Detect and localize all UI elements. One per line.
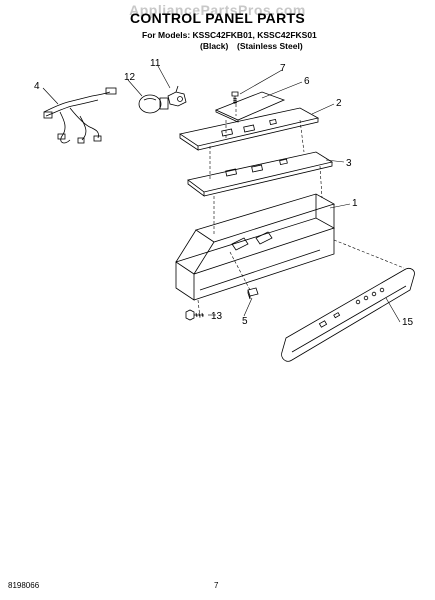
variant-stainless: (Stainless Steel): [237, 41, 303, 51]
assembly-guide-lines: [197, 104, 405, 319]
callout-7: 7: [280, 63, 286, 74]
control-housing-part[interactable]: [175, 193, 336, 301]
light-bulb-part[interactable]: [138, 94, 169, 114]
document-number: 8198066: [8, 581, 40, 590]
variant-black: (Black): [200, 41, 229, 51]
overlay-part[interactable]: [214, 91, 286, 123]
page-number: 7: [214, 581, 219, 590]
callout-3: 3: [346, 158, 352, 169]
keypad-plate-part[interactable]: [178, 107, 320, 151]
control-panel-trim-part[interactable]: [281, 268, 415, 362]
models-line: For Models: KSSC42FKB01, KSSC42FKS01: [142, 30, 317, 40]
watermark: AppliancePartsPros.com: [129, 2, 306, 18]
callout-1: 1: [352, 198, 358, 209]
control-board-part[interactable]: [187, 151, 334, 197]
mounting-screw-part[interactable]: [185, 309, 204, 321]
clip-part[interactable]: [247, 287, 259, 300]
callout-6: 6: [304, 76, 310, 87]
callout-15: 15: [402, 317, 414, 328]
callout-2: 2: [336, 98, 342, 109]
callout-11: 11: [150, 58, 161, 69]
callout-13: 13: [211, 311, 223, 322]
lamp-socket-part[interactable]: [167, 85, 187, 107]
callout-leaders: [42, 65, 401, 323]
callout-5: 5: [242, 316, 248, 327]
callout-4: 4: [34, 81, 40, 92]
wire-harness-part[interactable]: [43, 87, 117, 144]
callout-12: 12: [124, 72, 136, 83]
page-title: CONTROL PANEL PARTS: [129, 10, 305, 26]
